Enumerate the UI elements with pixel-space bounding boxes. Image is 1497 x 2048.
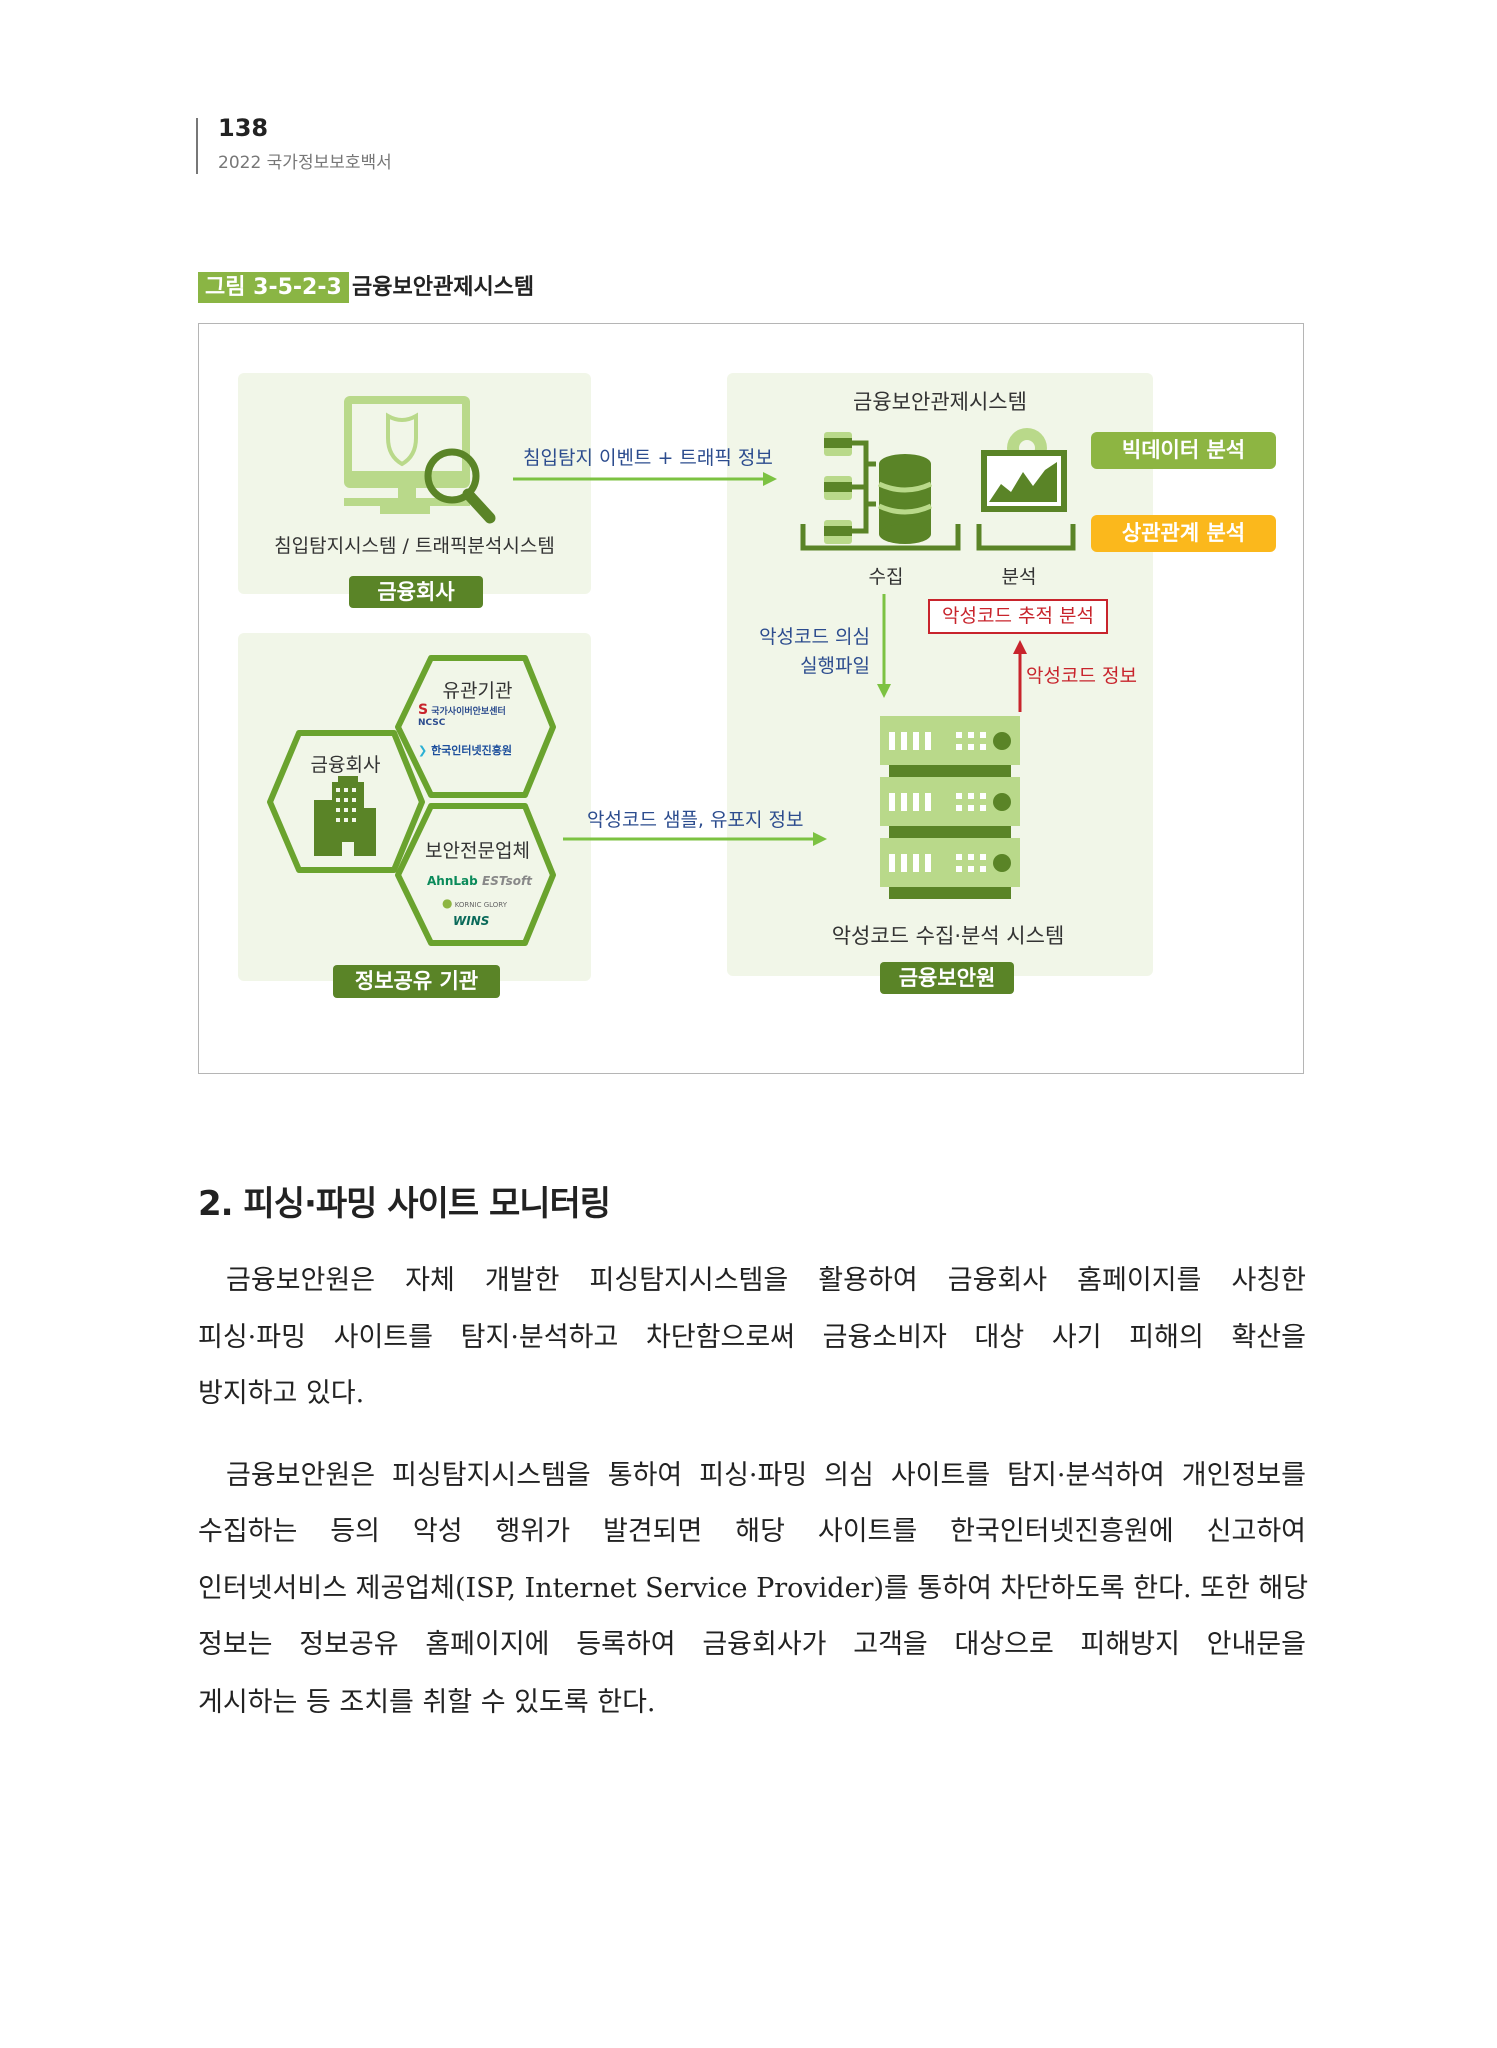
kisa-logo-text: 한국인터넷진흥원 [431,744,513,757]
arrow-right-icon [513,472,777,486]
paragraph-2-line: 수집하는 등의 악성 행위가 발견되면 해당 사이트를 한국인터넷진흥원에 신고… [198,1516,1306,1547]
paragraph-1-line: 방지하고 있다. [198,1378,365,1409]
finance-company-badge: 금융회사 [349,576,483,608]
header-divider [196,118,198,174]
paragraph-2-line: 정보는 정보공유 홈페이지에 등록하여 금융회사가 고객을 대상으로 피해방지 … [198,1629,1306,1660]
ahnlab-logo: AhnLab [427,874,478,888]
ncsc-logo-text: 국가사이버안보센터 [431,707,506,717]
figure-caption-title: 금융보안관제시스템 [352,275,535,300]
malware-system-label: 악성코드 수집·분석 시스템 [831,924,1065,948]
book-title: 2022 국가정보보호백서 [218,153,392,173]
paragraph-2-line: 인터넷서비스 제공업체(ISP, Internet Service Provid… [198,1573,1309,1604]
paragraph-1-line: 피싱·파밍 사이트를 탐지·분석하고 차단함으로써 금융소비자 대상 사기 피해… [198,1322,1306,1353]
arrow-right-icon [563,832,827,846]
arrow-ids-label: 침입탐지 이벤트 + 트래픽 정보 [523,447,773,469]
paragraph-2-line: 게시하는 등 조치를 취할 수 있도록 한다. [198,1687,656,1718]
hex-agencies [395,655,556,798]
hex-security-label: 보안전문업체 [425,840,530,862]
wins-logo: WINS [453,914,490,928]
suspect-file-label-1: 악성코드 의심 [759,626,870,648]
fsi-badge: 금융보안원 [880,962,1014,994]
bigdata-analysis-pill: 빅데이터 분석 [1091,432,1276,469]
section-heading: 2. 피싱·파밍 사이트 모니터링 [198,1184,611,1224]
hex-security [395,803,556,946]
paragraph-1-line: 금융보안원은 자체 개발한 피싱탐지시스템을 활용하여 금융회사 홈페이지를 사… [226,1265,1306,1296]
malware-trace-box: 악성코드 추적 분석 [928,599,1108,634]
page-number: 138 [218,114,269,142]
arrow-share-label: 악성코드 샘플, 유포지 정보 [587,809,804,831]
analysis-label: 분석 [1001,566,1037,588]
estsoft-logo: ESTsoft [482,874,532,888]
ids-system-label: 침입탐지시스템 / 트래픽분석시스템 [274,535,555,557]
info-sharing-badge: 정보공유 기관 [333,965,500,998]
paragraph-2-line: 금융보안원은 피싱탐지시스템을 통하여 피싱·파밍 의심 사이트를 탐지·분석하… [226,1460,1306,1491]
hexagons [267,655,556,946]
figure-caption-label: 그림 3-5-2-3 [198,272,349,303]
analysis-dashboard-icon [976,428,1076,551]
malware-info-label: 악성코드 정보 [1026,665,1137,687]
kornic-glory-text: KORNIC GLORY [454,901,507,909]
data-collection-icon [800,432,961,551]
kornic-glory-logo: ● KORNIC GLORY [442,896,507,910]
hex-finance-label: 금융회사 [310,754,381,776]
arrow-up-icon [1013,640,1027,712]
correlation-analysis-pill: 상관관계 분석 [1091,515,1276,552]
ncsc-logo-abbr: NCSC [418,718,446,728]
control-system-title: 금융보안관제시스템 [853,390,1027,414]
suspect-file-label-2: 실행파일 [800,655,870,677]
monitor-magnifier-icon [344,396,496,524]
figure-frame [198,323,1304,1074]
hex-agencies-label: 유관기관 [442,680,513,702]
kisa-logo: ❯ 한국인터넷진흥원 [418,744,513,757]
arrow-down-icon [877,594,891,698]
server-rack-icon [880,716,1020,899]
collect-label: 수집 [868,566,904,588]
